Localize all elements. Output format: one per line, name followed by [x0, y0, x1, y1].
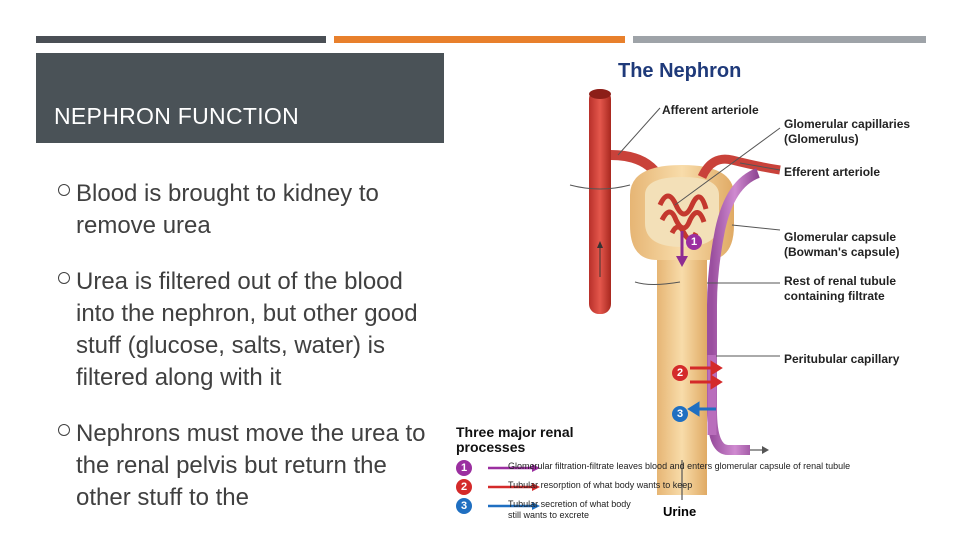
label-peritubular-capillary: Peritubular capillary: [784, 352, 900, 366]
peritubular-capillary: [707, 168, 760, 455]
label-renal-tubule: Rest of renal tubule containing filtrate: [784, 274, 897, 303]
leader-lines: [617, 107, 781, 357]
resorption-arrows: [690, 360, 723, 390]
filtration-arrowhead: [676, 256, 688, 267]
processes-title: Three major renal processes: [456, 424, 574, 455]
vertical-vessel: [589, 89, 611, 314]
nephron-diagram: [488, 89, 781, 510]
process-3-arrowhead: [532, 502, 540, 510]
process-text-1: Glomerular filtration-filtrate leaves bl…: [508, 461, 851, 471]
header-bar-light: [633, 36, 926, 43]
header-bar-dark: [36, 36, 326, 43]
process-badge-2: 2: [456, 479, 472, 495]
label-glomerular-capillaries: Glomerular capillaries (Glomerulus): [784, 117, 911, 146]
bullet-list: Blood is brought to kidney to remove ure…: [58, 178, 438, 538]
label-afferent-arteriole: Afferent arteriole: [662, 103, 759, 117]
process-badge-3: 3: [456, 498, 472, 514]
secretion-arrow: [687, 401, 716, 417]
bullet-circle-icon: [58, 272, 70, 284]
figure-badge-3: 3: [672, 406, 688, 422]
bullet-circle-icon: [58, 424, 70, 436]
bullet-item: Nephrons must move the urea to the renal…: [58, 418, 438, 514]
bullet-circle-icon: [58, 184, 70, 196]
vessel-up-arrowhead: [597, 241, 603, 248]
process-2-arrowhead: [532, 483, 540, 491]
bullet-text: Blood is brought to kidney to remove ure…: [76, 180, 379, 239]
bullet-item: Blood is brought to kidney to remove ure…: [58, 178, 438, 242]
figure-badge-1: 1: [686, 234, 702, 250]
rotate-arrow-bottom: [634, 281, 681, 285]
figure-title: The Nephron: [618, 60, 742, 82]
slide-title: NEPHRON FUNCTION: [54, 103, 300, 129]
label-urine: Urine: [663, 504, 697, 519]
vessel-top-opening: [589, 89, 611, 99]
process-text-2: Tubular resorption of what body wants to…: [508, 480, 693, 490]
nephron-figure: The Nephron Afferent arteriole Glomerula…: [450, 55, 940, 540]
figure-badge-2: 2: [672, 365, 688, 381]
label-efferent-arteriole: Efferent arteriole: [784, 165, 881, 179]
title-band: NEPHRON FUNCTION: [36, 53, 444, 143]
label-glomerular-capsule: Glomerular capsule (Bowman's capsule): [784, 230, 900, 259]
header-bar-orange: [334, 36, 625, 43]
bullet-item: Urea is filtered out of the blood into t…: [58, 266, 438, 394]
peritubular-out-arrowhead: [762, 446, 769, 454]
bullet-text: Urea is filtered out of the blood into t…: [76, 268, 418, 391]
rotate-arrow-top: [569, 184, 631, 190]
process-1-arrowhead: [532, 464, 540, 472]
process-text-3: Tubular secretion of what body still wan…: [508, 499, 631, 520]
bullet-text: Nephrons must move the urea to the renal…: [76, 420, 426, 511]
process-badge-1: 1: [456, 460, 472, 476]
